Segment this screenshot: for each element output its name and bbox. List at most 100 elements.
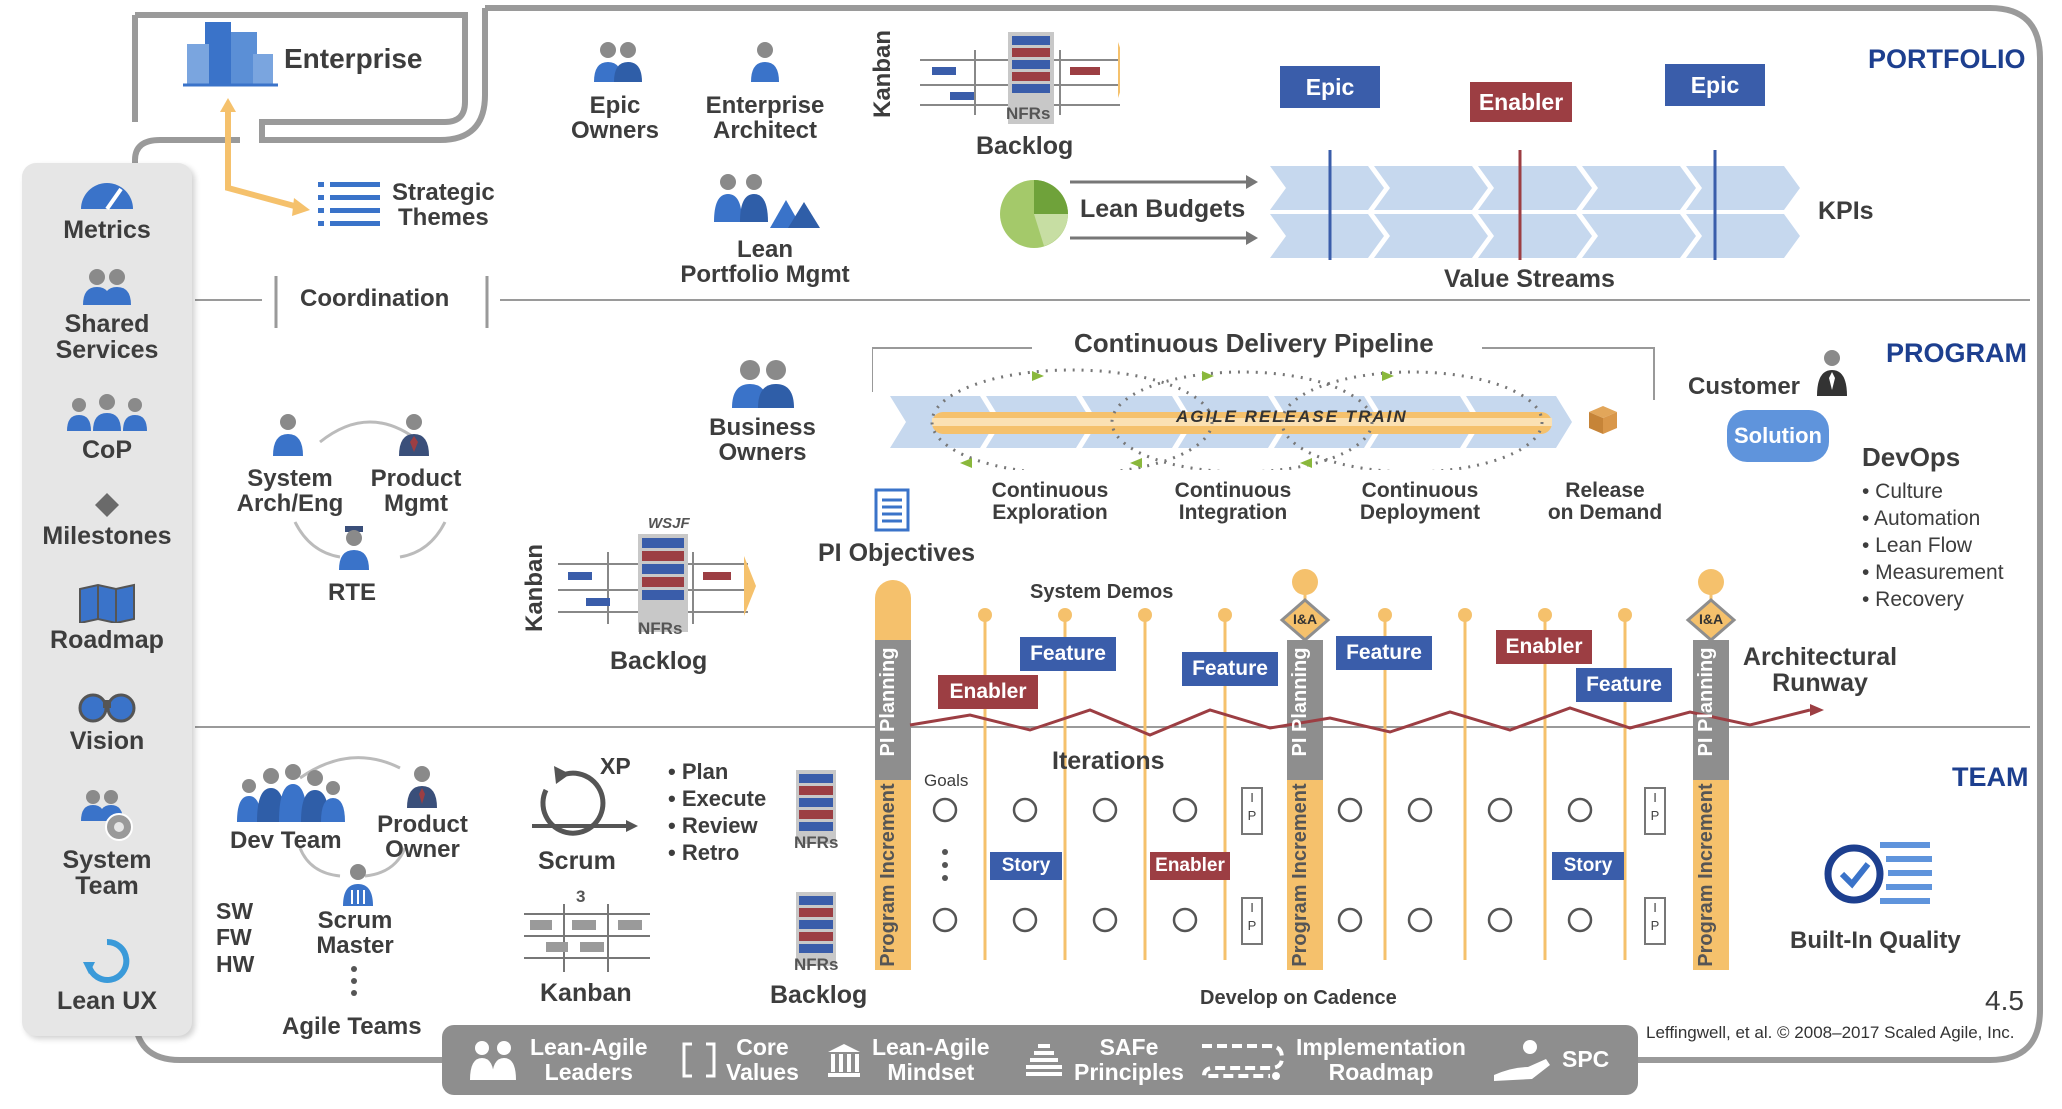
stage-release-on-demand: Release on Demand xyxy=(1547,479,1663,525)
feature-card[interactable]: Feature xyxy=(1336,636,1432,670)
sidebar-item-vision[interactable]: Vision xyxy=(22,688,192,754)
temple-icon xyxy=(828,1044,860,1077)
pi-planning-label: PI Planning xyxy=(1695,647,1717,757)
value-streams xyxy=(1270,150,1800,260)
program-kanban-label: Kanban xyxy=(521,543,548,632)
hand-icon xyxy=(1494,1040,1550,1081)
sidebar-label: Milestones xyxy=(42,522,172,550)
sidebar-label: System Team xyxy=(62,846,152,901)
footer-label: SPC xyxy=(1562,1046,1610,1073)
people-icon xyxy=(83,269,131,305)
building-icon xyxy=(183,22,278,87)
product-owner-label: Product Owner xyxy=(377,811,468,864)
sidebar-item-lean-ux[interactable]: Lean UX xyxy=(22,938,192,1014)
devops-item: • Automation xyxy=(1862,507,1981,530)
system-arch-icon xyxy=(273,414,303,456)
enterprise-label: Enterprise xyxy=(284,43,423,74)
sidebar-item-roadmap[interactable]: Roadmap xyxy=(22,583,192,653)
step-item: • Retro xyxy=(668,840,740,865)
devops-list: • Culture • Automation • Lean Flow • Mea… xyxy=(1862,478,2004,613)
business-owners-icon xyxy=(732,360,794,408)
feature-card[interactable]: Feature xyxy=(1020,637,1116,671)
ia-label: I&A xyxy=(1292,611,1318,627)
footer-item-implementation-roadmap[interactable]: Implementation Roadmap xyxy=(1200,1025,1466,1095)
program-increment-label: Program Increment xyxy=(877,783,899,967)
sidebar-label: Shared Services xyxy=(55,310,159,365)
sidebar-label: Metrics xyxy=(63,216,151,244)
story-card[interactable]: Story xyxy=(990,852,1062,880)
portfolio-nfrs-label: NFRs xyxy=(1006,104,1051,123)
footer-item-safe-principles[interactable]: SAFe Principles xyxy=(1024,1025,1184,1095)
sidebar-item-milestones[interactable]: Milestones xyxy=(22,491,192,549)
kanban-wip-label: 3 xyxy=(576,887,586,906)
story-card[interactable]: Story xyxy=(1552,852,1624,880)
develop-on-cadence-label: Develop on Cadence xyxy=(1200,987,1397,1009)
sidebar-label: CoP xyxy=(82,436,132,464)
scrum-master-label: Scrum Master xyxy=(316,907,394,960)
level-label-portfolio: PORTFOLIO xyxy=(1868,44,2026,74)
footer-label: SAFe Principles xyxy=(1074,1033,1184,1085)
scrum-cycle-icon xyxy=(532,766,638,836)
feature-card[interactable]: Feature xyxy=(1182,652,1278,686)
pie-icon xyxy=(1000,180,1068,248)
sidebar-item-metrics[interactable]: Metrics xyxy=(22,175,192,243)
xp-label: XP xyxy=(600,753,631,779)
list-icon xyxy=(318,182,380,226)
program-kanban-board xyxy=(558,534,756,632)
footer-item-core-values[interactable]: Core Values xyxy=(682,1025,799,1095)
devops-item: • Lean Flow xyxy=(1862,534,1973,557)
enterprise-architect-icon xyxy=(751,42,779,82)
step-item: • Review xyxy=(668,813,758,838)
team-backlog-label: Backlog xyxy=(770,981,868,1009)
customer-icon xyxy=(1817,350,1847,396)
team-enabler-card[interactable]: Enabler xyxy=(1150,852,1230,880)
art-label: AGILE RELEASE TRAIN xyxy=(1176,407,1408,426)
enterprise-architect-label: Enterprise Architect xyxy=(705,92,825,145)
devops-title: DevOps xyxy=(1862,442,1961,472)
footer-item-lean-agile-leaders[interactable]: Lean-Agile Leaders xyxy=(468,1025,648,1095)
epic-card-1[interactable]: Epic xyxy=(1280,66,1380,108)
cdp-title: Continuous Delivery Pipeline xyxy=(1074,328,1434,358)
scrum-steps: • Plan • Execute • Review • Retro xyxy=(668,758,766,866)
scrum-label: Scrum xyxy=(538,847,616,875)
epic-card-2[interactable]: Epic xyxy=(1665,64,1765,106)
devops-item: • Recovery xyxy=(1862,588,1964,611)
group-icon xyxy=(67,394,147,431)
portfolio-kanban-board xyxy=(920,32,1120,124)
cycle-icon xyxy=(83,938,130,983)
sidebar-item-shared-services[interactable]: Shared Services xyxy=(22,267,192,364)
more-dots xyxy=(351,966,357,996)
enabler-card[interactable]: Enabler xyxy=(1496,630,1592,664)
value-streams-label: Value Streams xyxy=(1444,265,1615,293)
diamond-icon xyxy=(95,493,119,517)
product-mgmt-icon xyxy=(399,414,429,456)
feature-card[interactable]: Feature xyxy=(1576,668,1672,702)
team-kanban-label: Kanban xyxy=(540,979,632,1007)
ip-label: I P xyxy=(1650,790,1660,823)
built-in-quality-label: Built-In Quality xyxy=(1790,927,1961,954)
footer-item-lean-agile-mindset[interactable]: Lean-Agile Mindset xyxy=(826,1025,990,1095)
program-roles-arc xyxy=(293,420,447,559)
sidebar-label: Roadmap xyxy=(50,626,164,654)
program-increment-label: Program Increment xyxy=(1695,783,1717,967)
step-item: • Execute xyxy=(668,786,767,811)
level-label-team: TEAM xyxy=(1952,762,2029,792)
box-icon xyxy=(1589,406,1617,434)
team-nfrs-label: NFRs xyxy=(794,833,839,852)
ia-label: I&A xyxy=(1698,611,1724,627)
footer-item-spc[interactable]: SPC xyxy=(1492,1025,1609,1095)
leaders-icon xyxy=(470,1041,516,1080)
enabler-card[interactable]: Enabler xyxy=(1470,82,1572,122)
budget-arrows xyxy=(1070,175,1258,245)
ip-label: I P xyxy=(1247,900,1257,933)
sidebar-item-system-team[interactable]: System Team xyxy=(22,787,192,900)
document-icon xyxy=(874,488,910,532)
sidebar-item-cop[interactable]: CoP xyxy=(22,393,192,463)
brackets-icon xyxy=(682,1042,716,1078)
gear-people-icon xyxy=(81,790,133,841)
enabler-card[interactable]: Enabler xyxy=(938,675,1038,709)
customer-label: Customer xyxy=(1688,373,1801,400)
ip-label: I P xyxy=(1247,790,1257,823)
wsjf-label: WSJF xyxy=(648,515,690,532)
sidebar: Metrics Shared Services CoP Milestones R… xyxy=(22,163,192,1036)
